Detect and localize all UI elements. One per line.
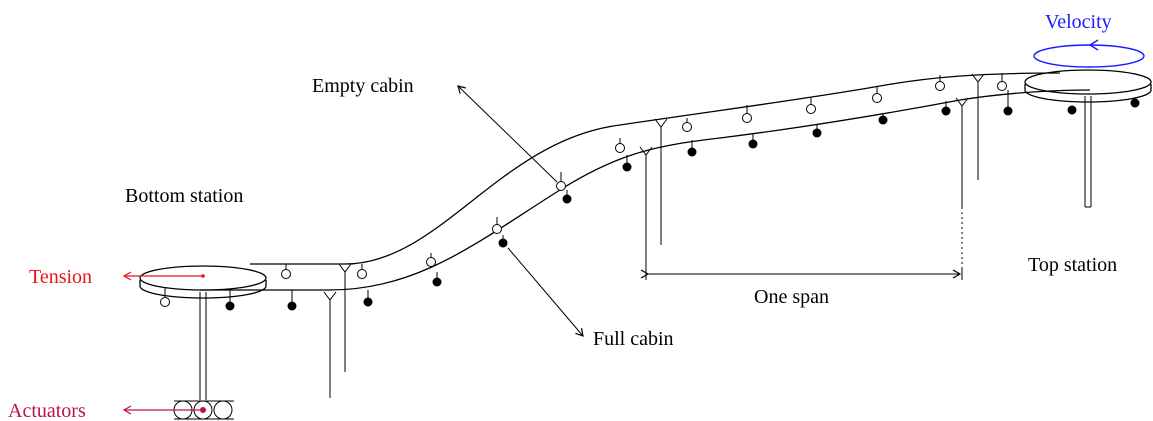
- top-station: [1024, 69, 1152, 208]
- empty-cabin-marker: [357, 264, 367, 279]
- empty-cabin-marker: [556, 172, 566, 191]
- empty-cabin-pointer: [457, 85, 558, 183]
- pylon-3: [955, 73, 985, 275]
- actuators-label: Actuators: [8, 400, 86, 421]
- full-cabins: [225, 90, 1140, 311]
- full-cabin-marker: [687, 140, 697, 157]
- pylon-2: [639, 118, 668, 277]
- full-cabin-marker: [287, 290, 297, 311]
- span-dimension: [640, 268, 963, 280]
- empty-cabin-marker: [160, 288, 170, 307]
- full-cabin-marker: [225, 290, 235, 311]
- bottom-station-label: Bottom station: [125, 185, 243, 207]
- bottom-station: [139, 265, 267, 400]
- full-cabin-marker: [1130, 98, 1140, 108]
- tension-label: Tension: [29, 266, 92, 288]
- full-cabin-marker: [498, 235, 508, 248]
- empty-cabin-marker: [997, 73, 1007, 91]
- full-cabin-marker: [1003, 90, 1013, 116]
- upper-rope: [250, 72, 1061, 265]
- one-span-label: One span: [754, 286, 829, 308]
- full-cabin-marker: [432, 272, 442, 287]
- full-cabin-marker: [878, 114, 888, 125]
- empty-cabin-marker: [742, 105, 752, 123]
- empty-cabin-marker: [615, 138, 625, 153]
- full-cabin-pointer: [507, 247, 584, 337]
- full-cabin-marker: [748, 133, 758, 149]
- empty-cabin-marker: [806, 98, 816, 114]
- empty-cabin-marker: [935, 75, 945, 91]
- full-cabin-marker: [941, 101, 951, 116]
- empty-cabin-marker: [872, 87, 882, 103]
- empty-cabin-marker: [281, 264, 291, 279]
- empty-cabin-marker: [682, 118, 692, 132]
- full-cabin-marker: [1067, 105, 1077, 115]
- top-station-label: Top station: [1028, 254, 1117, 276]
- velocity-loop: [1033, 44, 1145, 68]
- velocity-arrowhead: [1088, 39, 1099, 51]
- full-cabin-marker: [812, 125, 822, 138]
- empty-cabin-marker: [492, 217, 502, 234]
- full-cabin-marker: [622, 155, 632, 172]
- lower-rope: [200, 89, 1091, 291]
- empty-cabin-label: Empty cabin: [312, 75, 414, 97]
- empty-cabin-marker: [426, 253, 436, 267]
- pylon-1: [323, 263, 352, 398]
- empty-cabins: [160, 73, 1007, 307]
- full-cabin-label: Full cabin: [593, 328, 674, 350]
- full-cabin-marker: [363, 290, 373, 307]
- velocity-label: Velocity: [1045, 11, 1112, 33]
- full-cabin-marker: [562, 190, 572, 204]
